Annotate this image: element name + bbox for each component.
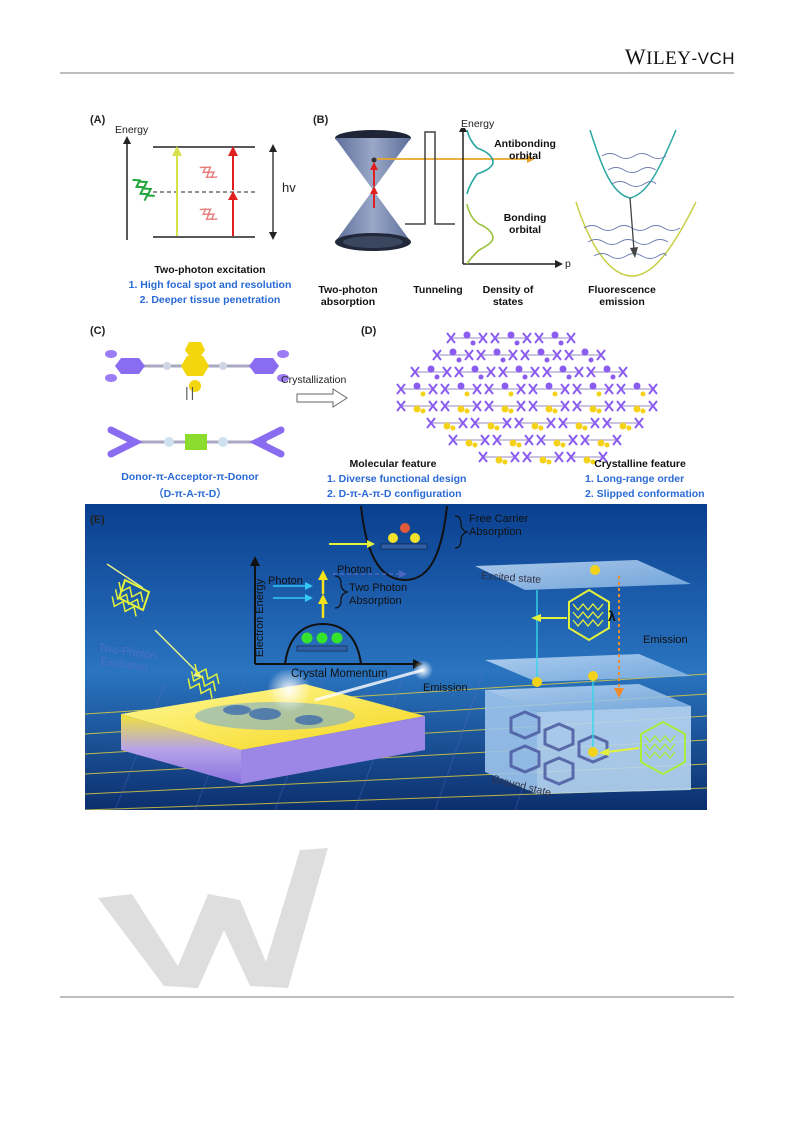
crystalline-feature-title: Crystalline feature — [594, 458, 686, 470]
lattice-molecule — [558, 417, 600, 431]
lattice-molecule — [396, 382, 438, 397]
emission-label-right: Emission — [643, 634, 688, 646]
panel-e-label: (E) — [90, 514, 105, 526]
panel-b-antibonding-label: Antibonding orbital — [494, 138, 556, 162]
lattice-molecule — [528, 400, 570, 414]
lattice-molecule — [440, 400, 482, 414]
lattice-molecule — [492, 434, 534, 448]
lattice-molecule — [564, 348, 606, 363]
crystallization-arrow — [296, 388, 348, 408]
lattice-molecule — [534, 331, 576, 346]
lattice-molecule — [446, 331, 488, 346]
lattice-molecule — [572, 382, 614, 397]
panel-a-point-2: 2. Deeper tissue penetration — [139, 294, 281, 306]
lattice-molecule — [616, 400, 658, 414]
publisher-logo: WILEY-VCH — [624, 44, 735, 69]
crystallization-label: Crystallization — [281, 374, 347, 386]
lattice-molecule — [602, 417, 644, 431]
lattice-molecule — [476, 348, 518, 363]
molecular-feature-title: Molecular feature — [349, 458, 437, 470]
panel-c-molecules — [105, 342, 289, 458]
panel-b-bonding-label: Bonding orbital — [503, 212, 547, 236]
lattice-molecule — [396, 400, 438, 414]
lattice-molecule — [616, 382, 658, 397]
lattice-molecule — [490, 331, 532, 346]
panel-a-point-1: 1. High focal spot and resolution — [128, 279, 292, 291]
crystal-lattice — [396, 331, 658, 465]
lattice-molecule — [448, 434, 490, 448]
molecular-feature-point-1: 1. Diverse functional design — [327, 473, 467, 485]
lattice-molecule — [514, 417, 556, 431]
panel-a-label: (A) — [90, 114, 106, 126]
molecular-feature-point-2: 2. D-π-A-π-D configuration — [327, 488, 462, 500]
lattice-molecule — [520, 348, 562, 363]
panel-a-diagram — [123, 136, 277, 240]
watermark-logo — [98, 848, 328, 988]
lattice-molecule — [586, 365, 628, 380]
lattice-molecule — [580, 434, 622, 448]
crystalline-feature-point-2: 2. Slipped conformation — [585, 488, 705, 500]
lattice-molecule — [498, 365, 540, 380]
caption-tunneling: Tunneling — [413, 284, 463, 296]
lattice-molecule — [542, 365, 584, 380]
crystalline-feature-point-1: 1. Long-range order — [585, 473, 685, 485]
free-carrier-absorption-label: Free Carrier Absorption — [469, 513, 529, 538]
figure: (A) Energy hv Two-photon excitation 1. H… — [85, 108, 707, 810]
panel-b-label: (B) — [313, 114, 329, 126]
panel-b-diagram — [335, 128, 563, 268]
lattice-molecule — [470, 417, 512, 431]
crystal-momentum-axis-label: Crystal Momentum — [291, 668, 388, 680]
lattice-molecule — [536, 434, 578, 448]
lattice-molecule — [410, 365, 452, 380]
photon-label-right: Photon — [337, 564, 372, 576]
lambda-label: λ — [608, 608, 616, 624]
lattice-molecule — [454, 365, 496, 380]
lattice-molecule — [522, 451, 564, 465]
panel-a-hv-label: hv — [282, 180, 296, 195]
caption-fluorescence-emission: Fluorescence emission — [588, 284, 656, 308]
emission-label-center: Emission — [423, 682, 468, 694]
footer-rule — [60, 996, 734, 998]
lattice-molecule — [432, 348, 474, 363]
lattice-molecule — [484, 382, 526, 397]
panel-c-label: (C) — [90, 325, 106, 337]
electron-energy-axis-label: Electron Energy — [254, 578, 266, 658]
lattice-molecule — [484, 400, 526, 414]
caption-density-of-states: Density of states — [482, 284, 534, 308]
fluorescence-potential-diagram — [575, 129, 697, 277]
caption-two-photon-absorption: Two-photon absorption — [318, 284, 378, 308]
lattice-molecule — [440, 382, 482, 397]
header-rule — [60, 72, 734, 74]
panel-c-subtitle: （D-π-A-π-D） — [153, 488, 227, 500]
panel-b-energy-axis-label: Energy — [461, 118, 495, 130]
panel-d-label: (D) — [361, 325, 377, 337]
lattice-molecule — [426, 417, 468, 431]
panel-a-energy-axis-label: Energy — [115, 124, 149, 136]
panel-b-p-axis-label: p — [565, 258, 571, 270]
lattice-molecule — [566, 451, 608, 465]
equivalence-sign: || — [185, 384, 197, 400]
panel-e-illustration — [85, 504, 707, 810]
lattice-molecule — [572, 400, 614, 414]
two-photon-absorption-label: Two Photon Absorption — [349, 582, 408, 607]
photon-label-left: Photon — [268, 575, 303, 587]
panel-a-title: Two-photon excitation — [154, 264, 266, 276]
panel-c-title: Donor-π-Acceptor-π-Donor — [121, 471, 259, 483]
lattice-molecule — [478, 451, 520, 465]
lattice-molecule — [528, 382, 570, 397]
